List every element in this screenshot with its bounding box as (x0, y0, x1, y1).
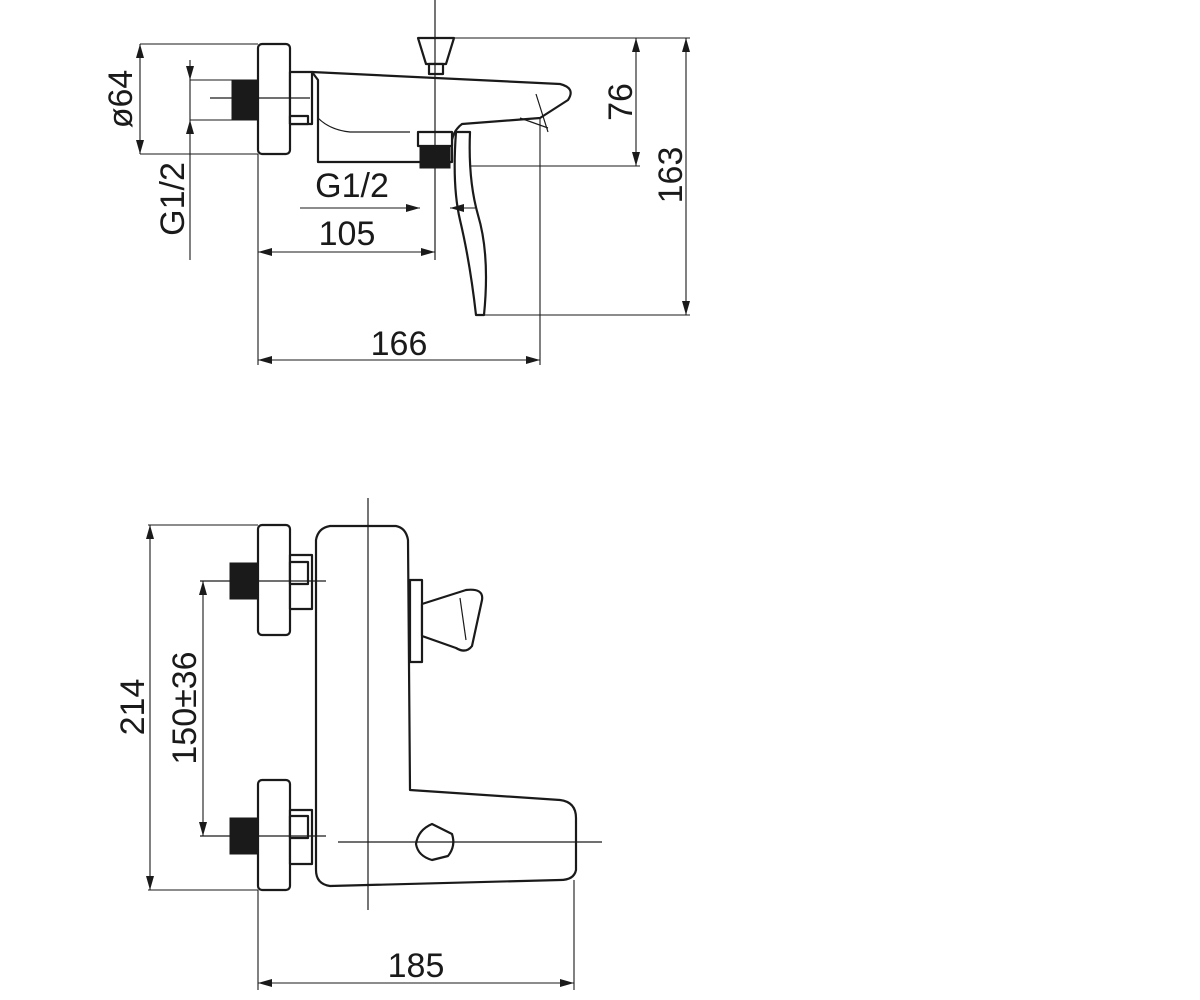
height-dim-lines (148, 524, 258, 891)
width-arrow-left (258, 979, 272, 987)
spacing-label: 150±36 (166, 651, 204, 764)
inlet-thread-dim-lines (189, 60, 232, 260)
diverter-stem (427, 62, 445, 76)
height-arrow-top (146, 525, 154, 539)
lever-handle (453, 130, 488, 317)
diameter-label: ø64 (102, 70, 140, 129)
lever-detail (459, 597, 467, 641)
upper-wall-flange (256, 523, 292, 637)
depth-dim-lines (258, 118, 541, 365)
nut-detail (288, 114, 310, 126)
total-arrow-bottom (682, 301, 690, 315)
diverter-knob (416, 36, 456, 66)
width-label: 185 (388, 947, 445, 985)
lever-handle-front (420, 588, 484, 652)
spout-height-dim-lines (454, 37, 640, 167)
outlet-thread-label: G1/2 (315, 167, 389, 205)
offset-label: 105 (319, 215, 376, 253)
height-label: 214 (114, 679, 152, 736)
wall-flange (256, 42, 292, 156)
inlet-arrow-top (186, 66, 194, 80)
spout-mark (519, 93, 549, 133)
spout-height-label: 76 (602, 83, 640, 121)
width-dim-lines (257, 880, 575, 990)
spout-arrow-top (632, 38, 640, 52)
spout-arrow-bottom (632, 152, 640, 166)
outlet-arrow-left (406, 204, 420, 212)
spacing-arrow-bottom (199, 822, 207, 836)
depth-label: 166 (371, 325, 428, 363)
spacing-arrow-top (199, 581, 207, 595)
front-view: 214 150±36 185 (114, 498, 602, 990)
side-view: ø64 G1/2 G1/2 105 166 76 163 (102, 0, 690, 365)
diameter-arrow-bottom (136, 140, 144, 154)
total-arrow-top (682, 38, 690, 52)
upper-connector-detail (288, 560, 310, 586)
inlet-thread (231, 79, 259, 121)
lever-base (408, 578, 424, 664)
total-height-label: 163 (652, 147, 690, 204)
offset-arrow-right (421, 248, 435, 256)
depth-arrow-left (258, 356, 272, 364)
inlet-arrow-bottom (186, 120, 194, 134)
total-height-dim-lines (484, 37, 690, 316)
depth-arrow-right (526, 356, 540, 364)
width-arrow-right (560, 979, 574, 987)
diameter-dim-lines (139, 43, 258, 155)
body-inner-line (317, 117, 410, 133)
offset-dim-lines (257, 154, 435, 365)
diameter-arrow-top (136, 44, 144, 58)
inlet-thread-label: G1/2 (154, 162, 192, 236)
lower-connector-detail (288, 814, 310, 840)
mixer-body-front (314, 524, 578, 888)
outlet-arrow-right (450, 204, 464, 212)
lower-wall-flange (256, 778, 292, 892)
height-arrow-bottom (146, 876, 154, 890)
offset-arrow-left (258, 248, 272, 256)
